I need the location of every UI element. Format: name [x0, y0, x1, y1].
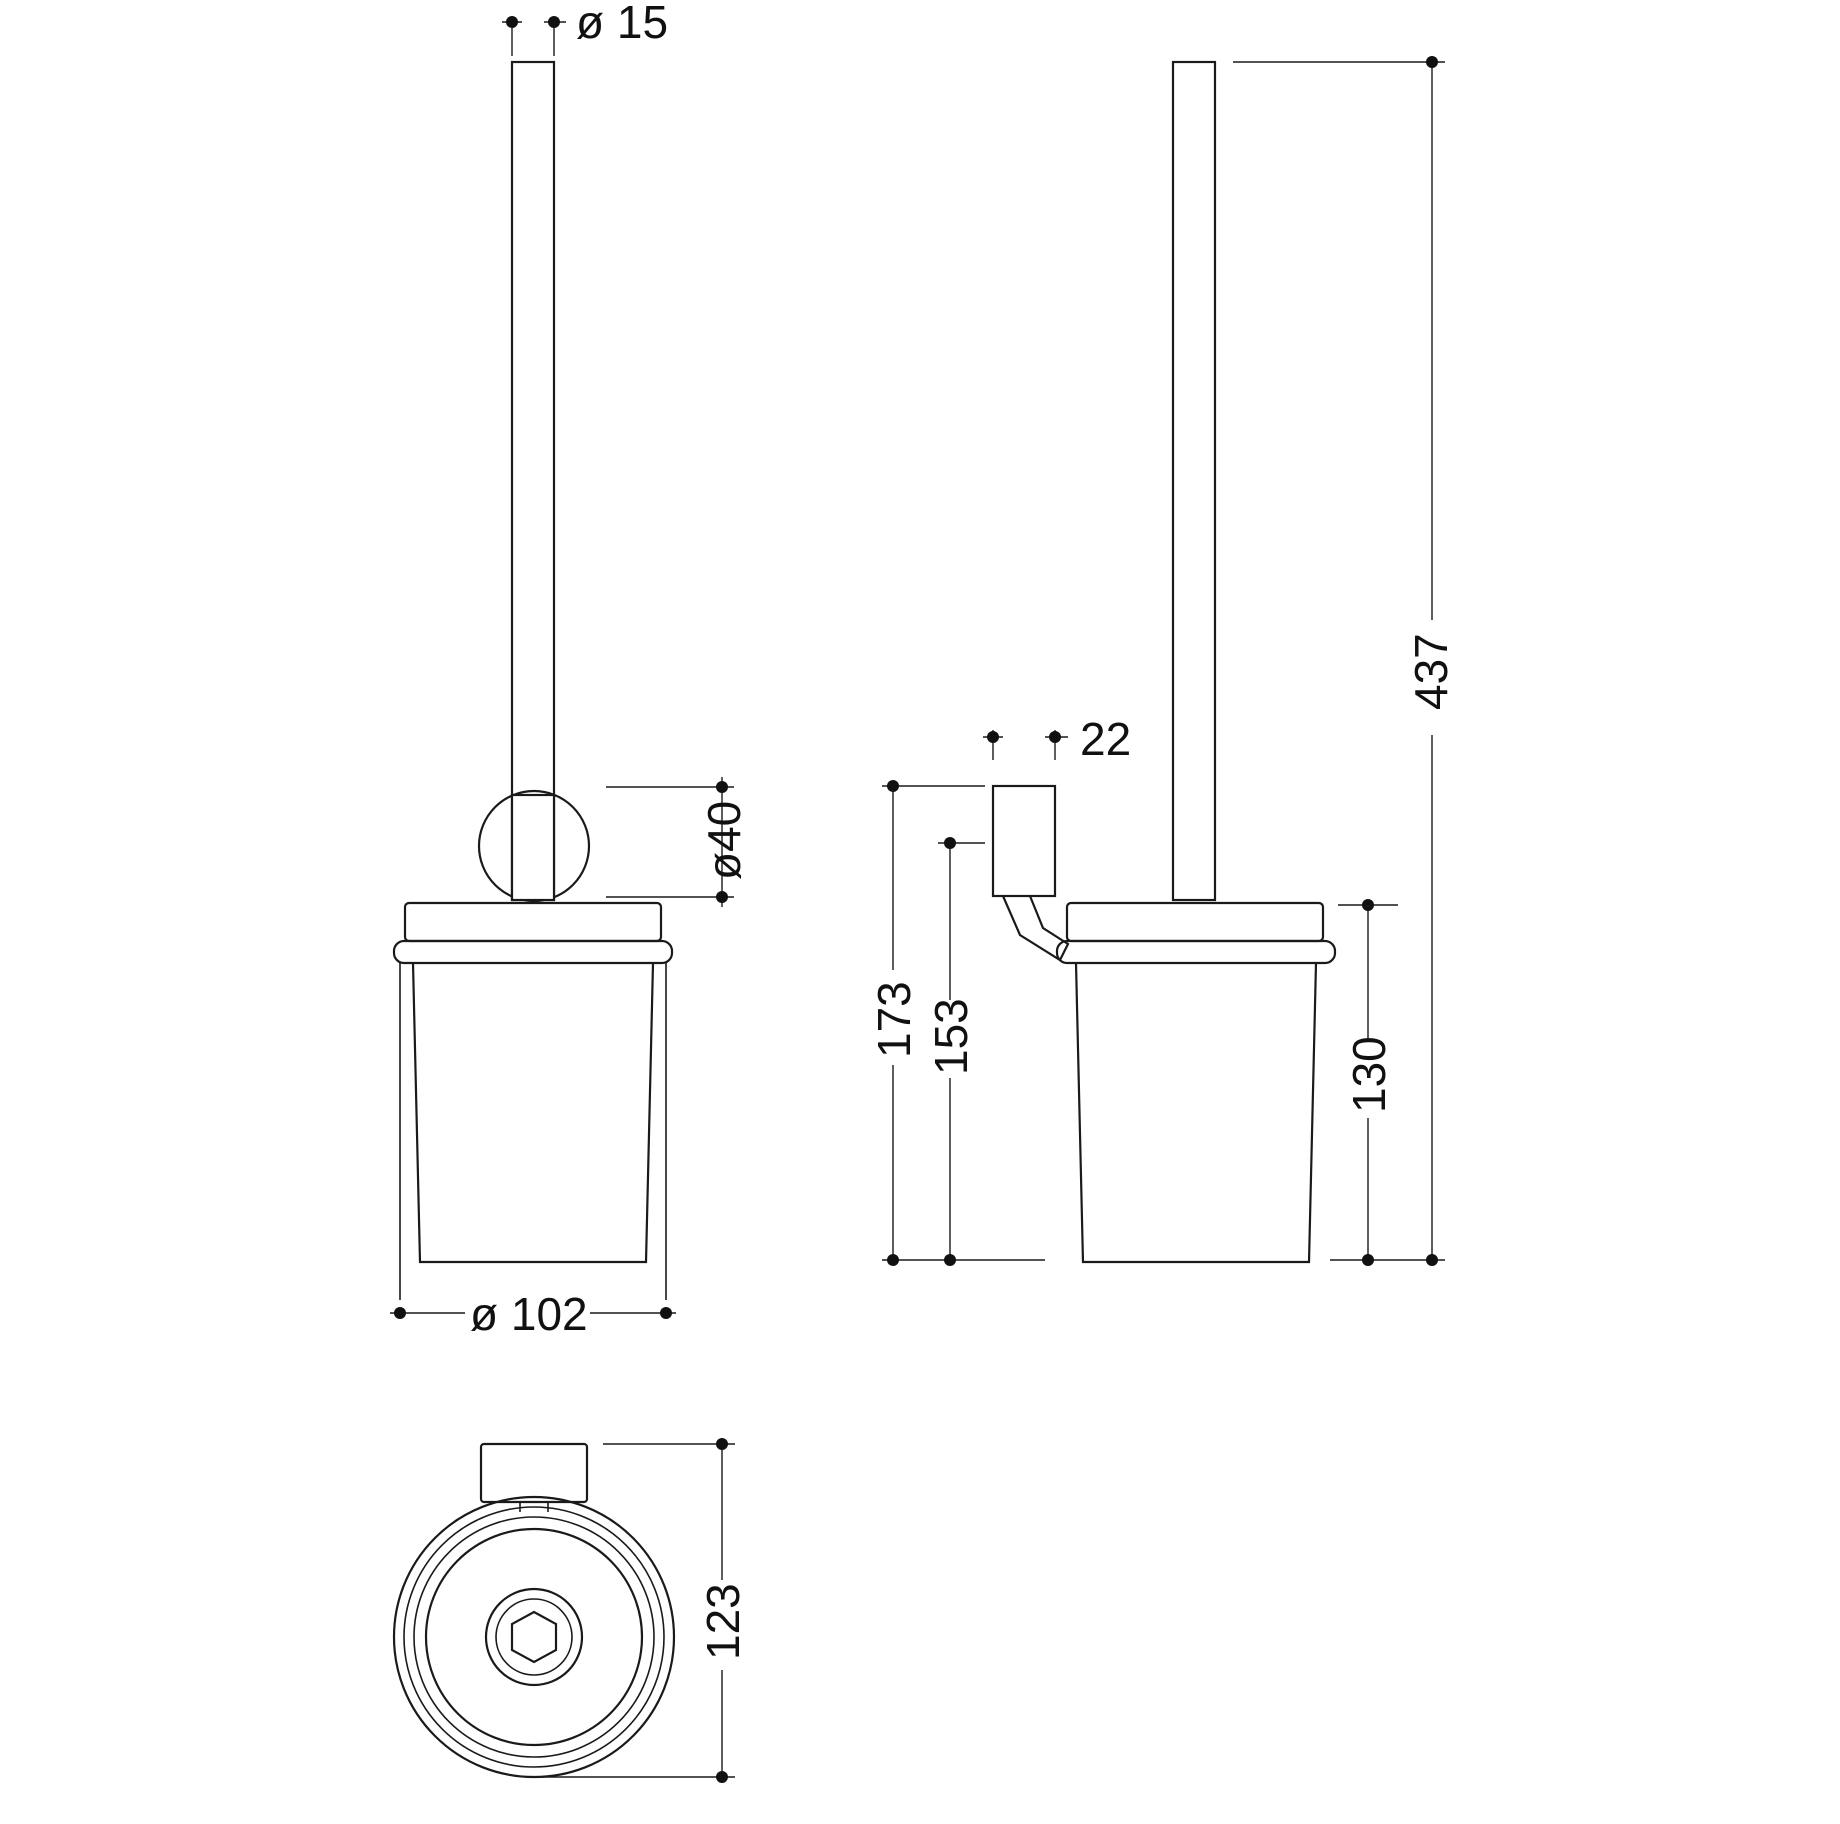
side-bracket-arm [1001, 895, 1070, 962]
label-height-153: 153 [925, 998, 977, 1075]
dim-height-130: 130 [1338, 899, 1398, 1266]
top-view [392, 1442, 676, 1779]
front-cup [411, 962, 655, 1264]
dim-handle-diameter: ø 15 [502, 0, 668, 56]
label-holder-diameter: ø40 [698, 801, 750, 880]
top-handle-hexagon [510, 1610, 558, 1664]
top-handle-socket [484, 1587, 584, 1687]
front-lid [403, 901, 663, 943]
dim-total-height: 437 [1233, 56, 1457, 1266]
front-rim [392, 939, 674, 965]
side-rim [1055, 939, 1337, 965]
front-handle [510, 60, 556, 902]
dim-height-153: 153 [925, 837, 985, 1266]
dim-height-173: 173 [868, 780, 1045, 1266]
dim-bracket-width: 22 [983, 713, 1131, 765]
label-depth-123: 123 [697, 1583, 749, 1660]
side-cup [1074, 962, 1318, 1264]
side-handle [1171, 60, 1217, 902]
side-lid [1065, 901, 1325, 943]
side-view [991, 60, 1337, 1264]
side-wall-bracket [991, 784, 1057, 898]
label-height-130: 130 [1343, 1036, 1395, 1113]
dim-depth-123: 123 [534, 1438, 749, 1783]
label-bracket-width: 22 [1080, 713, 1131, 765]
label-height-173: 173 [868, 981, 920, 1058]
dim-holder-diameter: ø40 [606, 777, 750, 907]
top-outer-ring [392, 1495, 676, 1779]
front-view [392, 60, 674, 1300]
label-base-diameter: ø 102 [470, 1288, 588, 1340]
top-wall-bracket [479, 1442, 589, 1504]
dim-base-diameter: ø 102 [390, 1288, 676, 1340]
top-cup-rim [424, 1527, 644, 1747]
label-handle-diameter: ø 15 [576, 0, 668, 48]
label-total-height: 437 [1405, 633, 1457, 710]
